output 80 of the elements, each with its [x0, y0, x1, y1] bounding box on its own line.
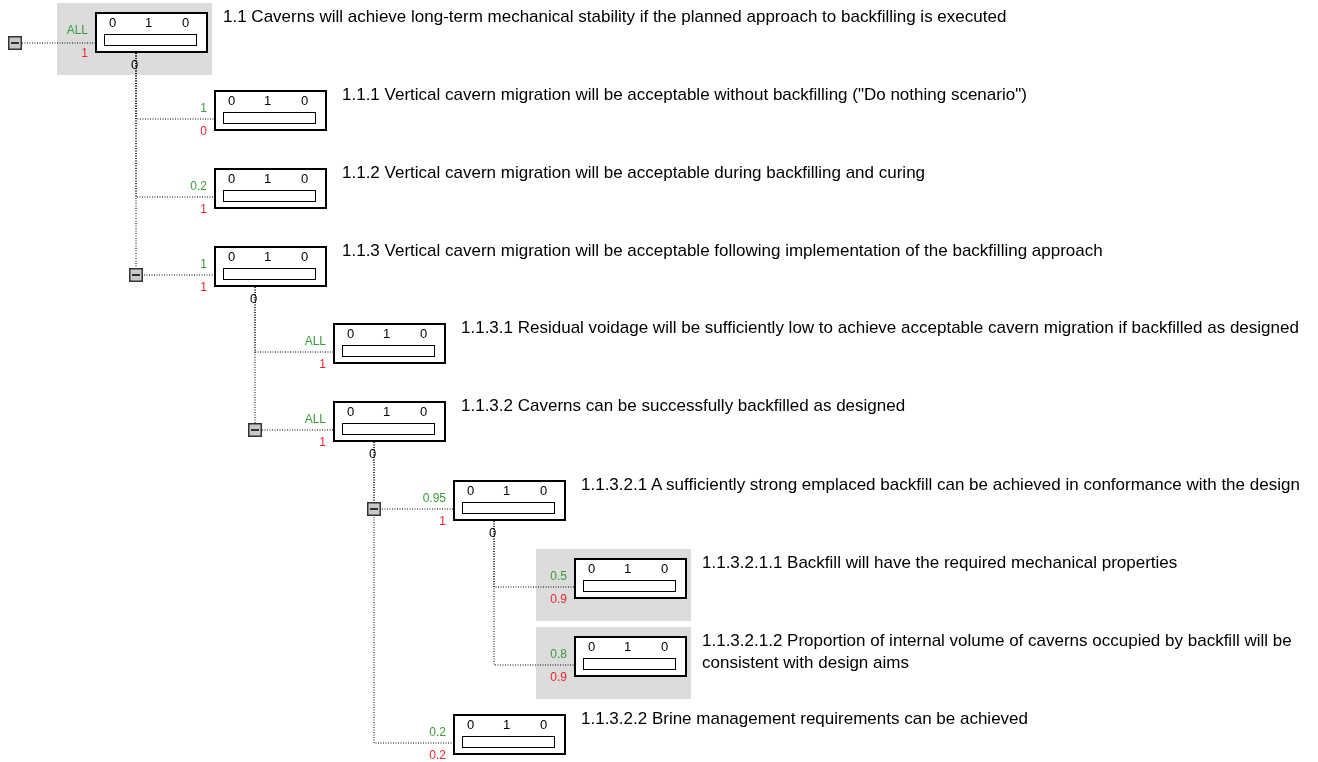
value-label: 1	[199, 203, 207, 216]
value-label: ALL	[303, 335, 326, 348]
value-label: ALL	[65, 24, 88, 37]
value-label: ALL	[303, 413, 326, 426]
value-label: 0	[131, 58, 139, 71]
gauge-box	[574, 558, 687, 599]
value-label: 0	[199, 125, 207, 138]
scale-number: 1	[383, 405, 391, 419]
statement-text: 1.1 Caverns will achieve long-term mechanical stability if the planned approach to backfilling is executed	[223, 6, 1008, 28]
scale-number: 0	[661, 562, 669, 576]
scale-number: 1	[264, 94, 272, 108]
scale-number: 0	[467, 484, 475, 498]
gauge-box	[214, 90, 327, 131]
value-label: 0	[489, 526, 497, 539]
scale-number: 0	[228, 250, 236, 264]
value-label: 0.8	[549, 648, 567, 661]
scale-number: 0	[347, 327, 355, 341]
statement-text: 1.1.2 Vertical cavern migration will be acceptable during backfilling and curing	[342, 162, 927, 184]
value-label: 0.2	[189, 180, 207, 193]
value-label: 0	[250, 292, 258, 305]
scale-number: 1	[503, 484, 511, 498]
scale-number: 0	[588, 640, 596, 654]
scale-number: 0	[228, 94, 236, 108]
statement-text: 1.1.1 Vertical cavern migration will be acceptable without backfilling ("Do nothing scenario")	[342, 84, 1028, 106]
tree-line	[254, 286, 334, 431]
scale-number: 1	[624, 562, 632, 576]
tree-line	[135, 52, 215, 276]
statement-text: 1.1.3.2 Caverns can be successfully backfilled as designed	[461, 395, 907, 417]
tree-line	[493, 520, 575, 666]
value-label: 1	[318, 436, 326, 449]
scale-number: 0	[347, 405, 355, 419]
scale-number: 0	[540, 484, 548, 498]
value-label: 1	[80, 47, 88, 60]
scale-number: 0	[301, 172, 309, 186]
value-label: 0.2	[428, 726, 446, 739]
scale-number: 0	[182, 16, 190, 30]
statement-text: 1.1.3.2.1 A sufficiently strong emplaced backfill can be achieved in conformance with the design	[581, 474, 1301, 496]
gauge-box	[574, 636, 687, 677]
value-label: 1	[438, 515, 446, 528]
value-label: 0.95	[421, 492, 446, 505]
scale-number: 1	[383, 327, 391, 341]
value-label: 1	[199, 102, 207, 115]
scale-number: 0	[588, 562, 596, 576]
gauge-box	[214, 246, 327, 287]
value-label: 1	[199, 258, 207, 271]
value-label: 1	[318, 358, 326, 371]
gauge-box	[214, 168, 327, 209]
scale-number: 1	[624, 640, 632, 654]
tree-line	[373, 441, 454, 744]
gauge-box	[333, 401, 446, 442]
statement-text: 1.1.3.2.1.2 Proportion of internal volume of caverns occupied by backfill will be consistent with design aims	[702, 630, 1293, 674]
tree-line	[21, 42, 96, 44]
value-label: 0.9	[549, 671, 567, 684]
scale-number: 1	[264, 172, 272, 186]
statement-text: 1.1.3.1 Residual voidage will be sufficiently low to achieve acceptable cavern migration if backfilled as designed	[461, 317, 1300, 339]
statement-text: 1.1.3.2.1.1 Backfill will have the required mechanical properties	[702, 552, 1179, 574]
scale-number: 0	[420, 405, 428, 419]
statement-text: 1.1.3 Vertical cavern migration will be acceptable following implementation of the backfilling approach	[342, 240, 1104, 262]
value-label: 1	[199, 281, 207, 294]
value-label: 0.5	[549, 570, 567, 583]
scale-number: 0	[540, 718, 548, 732]
scale-number: 0	[301, 94, 309, 108]
gauge-box	[95, 12, 208, 53]
gauge-box	[453, 714, 566, 755]
gauge-box	[333, 323, 446, 364]
scale-number: 1	[145, 16, 153, 30]
scale-number: 0	[467, 718, 475, 732]
gauge-box	[453, 480, 566, 521]
scale-number: 0	[228, 172, 236, 186]
statement-text: 1.1.3.2.2 Brine management requirements can be achieved	[581, 708, 1029, 730]
value-label: 0.9	[549, 593, 567, 606]
scale-number: 0	[301, 250, 309, 264]
collapse-icon	[8, 36, 22, 50]
scale-number: 0	[109, 16, 117, 30]
scale-number: 0	[661, 640, 669, 654]
value-label: 0.2	[428, 749, 446, 762]
value-label: 0	[369, 447, 377, 460]
scale-number: 0	[420, 327, 428, 341]
scale-number: 1	[264, 250, 272, 264]
scale-number: 1	[503, 718, 511, 732]
